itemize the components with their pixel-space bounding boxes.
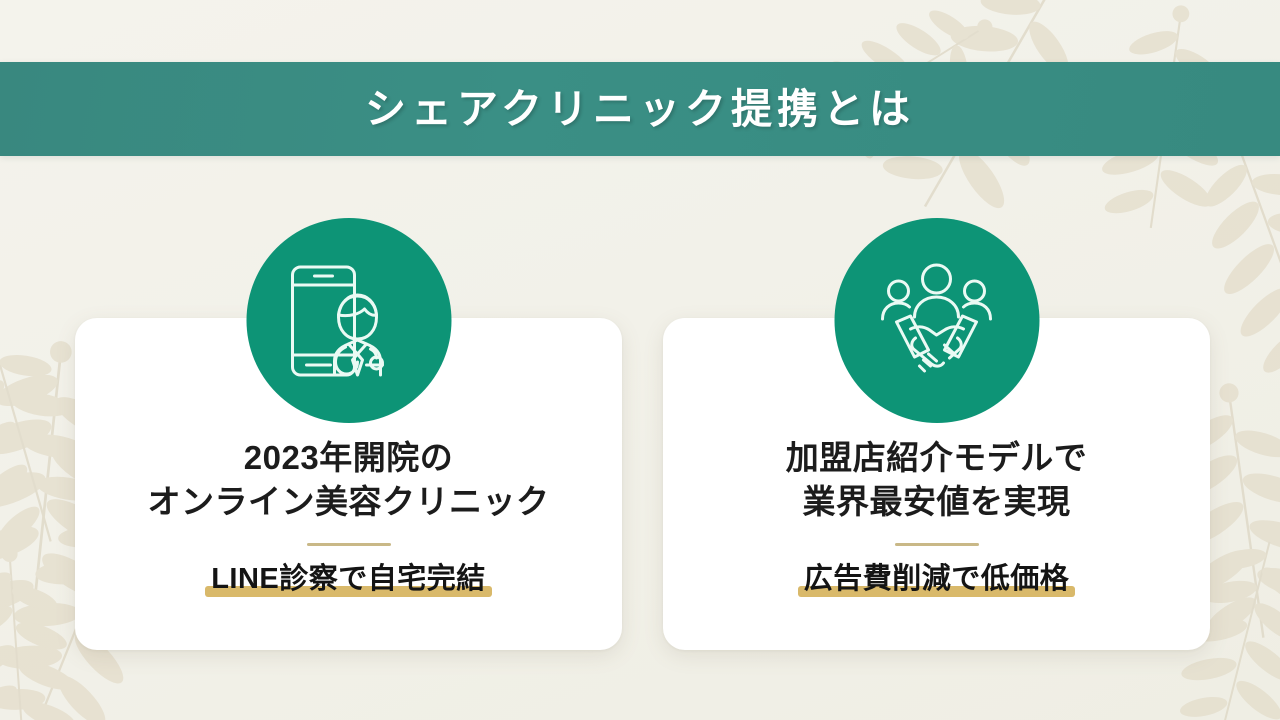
feature-card: 2023年開院の オンライン美容クリニック LINE診察で自宅完結	[75, 218, 622, 650]
gold-highlight-bar	[205, 586, 492, 598]
feature-card-subline: LINE診察で自宅完結	[211, 563, 486, 596]
gold-highlight-bar	[797, 586, 1076, 598]
headline-line: 加盟店紹介モデルで	[785, 439, 1088, 476]
feature-card-subline-wrap: LINE診察で自宅完結	[205, 562, 492, 598]
gold-divider	[894, 543, 979, 547]
feature-card-list: 2023年開院の オンライン美容クリニック LINE診察で自宅完結	[75, 218, 1210, 650]
online-doctor-smartphone-icon	[246, 218, 451, 423]
feature-card-headline: 2023年開院の オンライン美容クリニック	[148, 436, 550, 524]
page-title: シェアクリニック提携とは	[365, 85, 915, 132]
title-banner: シェアクリニック提携とは	[0, 62, 1280, 156]
handshake-people-icon	[834, 218, 1039, 423]
headline-line: 2023年開院の	[243, 439, 454, 476]
headline-line: 業界最安値を実現	[802, 483, 1071, 521]
feature-card-subline: 広告費削減で低価格	[803, 563, 1070, 596]
headline-line: オンライン美容クリニック	[147, 483, 550, 521]
feature-card-body: 2023年開院の オンライン美容クリニック LINE診察で自宅完結	[75, 318, 622, 598]
feature-card-body: 加盟店紹介モデルで 業界最安値を実現 広告費削減で低価格	[663, 318, 1210, 598]
feature-card: 加盟店紹介モデルで 業界最安値を実現 広告費削減で低価格	[663, 218, 1210, 650]
gold-divider	[306, 543, 391, 547]
feature-card-headline: 加盟店紹介モデルで 業界最安値を実現	[786, 436, 1088, 524]
feature-card-subline-wrap: 広告費削減で低価格	[797, 562, 1076, 598]
